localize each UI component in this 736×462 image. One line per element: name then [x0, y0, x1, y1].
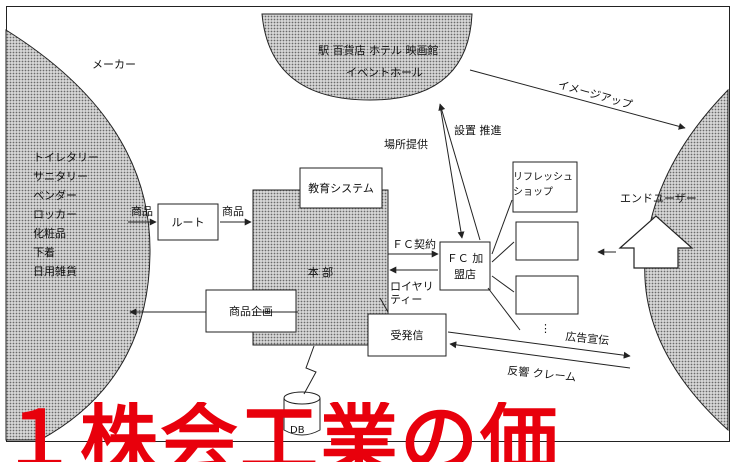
- royalty-label: ロイヤリ ティー: [390, 280, 434, 306]
- honbu-label: 本 部: [307, 266, 334, 279]
- maker-item: トイレタリー: [33, 151, 99, 164]
- jyuhasshin-label: 受発信: [390, 329, 424, 342]
- house-icon: [618, 215, 694, 269]
- planning-label: 商品企画: [229, 305, 273, 318]
- station-label-2: イベントホール: [346, 66, 423, 79]
- education-box: [299, 167, 383, 209]
- diagram-lines: [5, 13, 729, 441]
- fc-store-box: [439, 241, 491, 291]
- maker-item: ベンダー: [33, 189, 77, 202]
- dots-label: ⋮: [540, 322, 551, 335]
- maker-item: 日用雑貨: [33, 265, 77, 278]
- maker-region: [5, 29, 151, 441]
- maker-item: 化粧品: [33, 227, 66, 240]
- fc-store-label: ＦＣ 加盟店: [446, 252, 484, 281]
- shop-box-2: [515, 221, 579, 261]
- maker-list: トイレタリー サニタリー ベンダー ロッカー 化粧品 下着 日用雑貨: [33, 148, 99, 281]
- install-promote-label: 設置 推進: [454, 124, 502, 137]
- refresh-box: [512, 161, 578, 213]
- route-label: ルート: [171, 216, 205, 229]
- product-label-right: 商品: [222, 205, 244, 218]
- refresh-shop-label: リフレッシュ ショップ: [513, 172, 573, 198]
- product-label-left: 商品: [131, 205, 153, 218]
- red-heading: １株会工業の価: [0, 402, 561, 462]
- maker-item: サニタリー: [33, 170, 88, 183]
- jyuhasshin-box: [367, 313, 447, 357]
- maker-item: 下着: [33, 246, 55, 259]
- station-label-1: 駅 百貨店 ホテル 映画館: [318, 44, 439, 57]
- end-user-label: エンドユーザー: [620, 192, 697, 205]
- db-cylinder-icon: [283, 391, 321, 436]
- education-label: 教育システム: [308, 182, 374, 195]
- planning-box: [205, 289, 297, 333]
- place-provide-label: 場所提供: [384, 138, 428, 151]
- fc-contract-label: ＦＣ契約: [392, 238, 436, 251]
- maker-label: メーカー: [92, 58, 136, 71]
- route-box: [157, 203, 219, 241]
- maker-item: ロッカー: [33, 208, 77, 221]
- station-region: [261, 13, 473, 101]
- shop-box-3: [515, 275, 579, 315]
- db-label: DB: [290, 425, 305, 436]
